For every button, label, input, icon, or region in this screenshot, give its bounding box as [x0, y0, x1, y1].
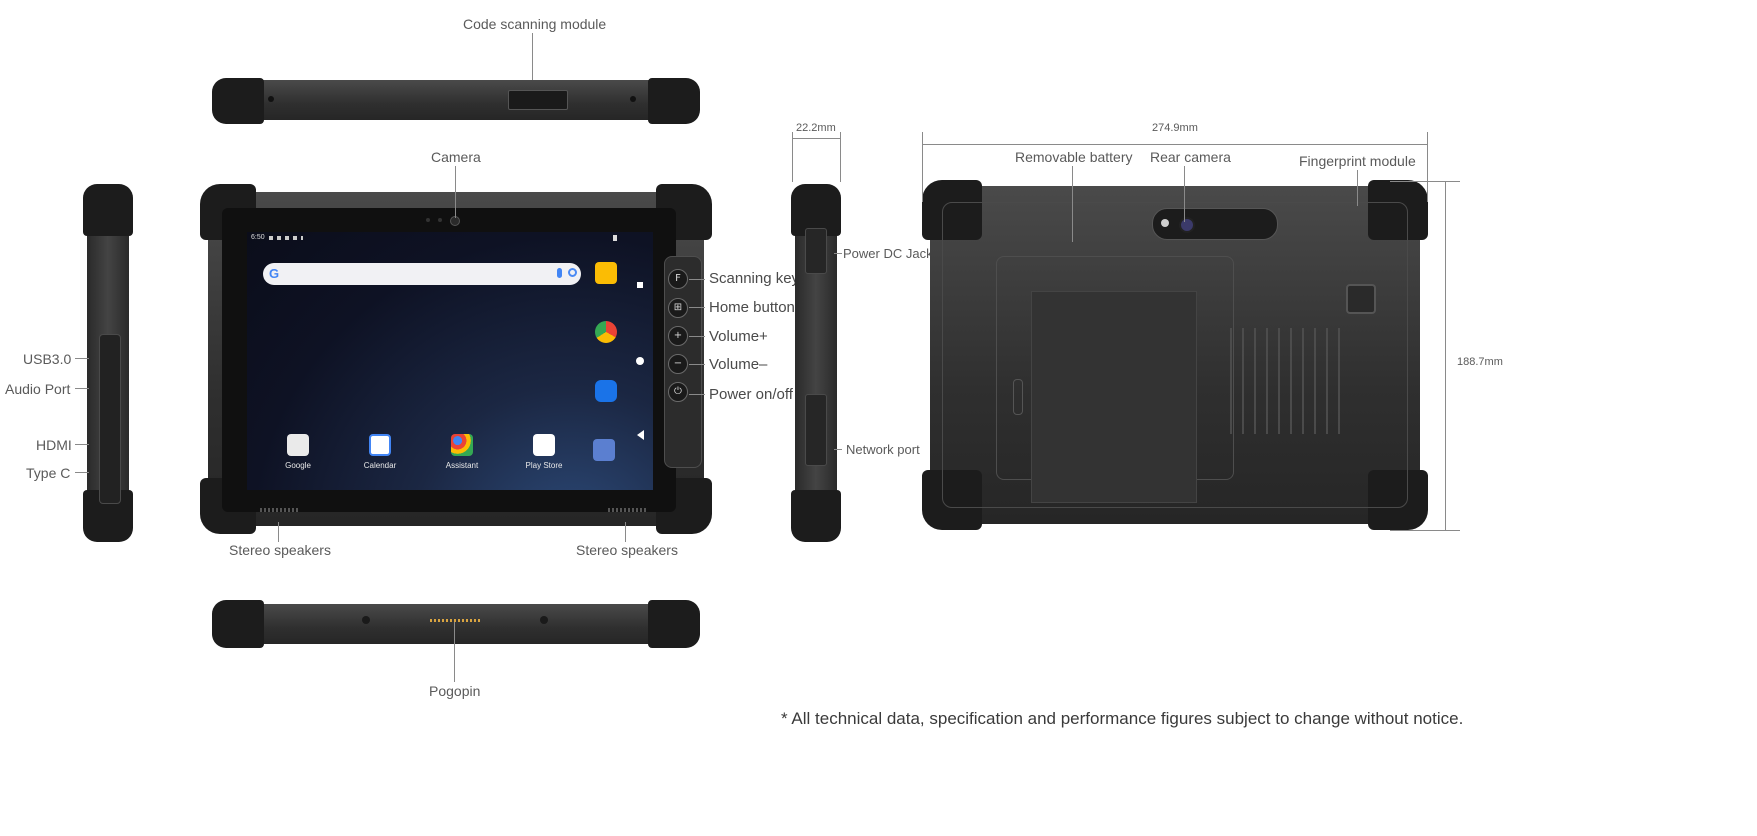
flash-icon — [1161, 219, 1169, 227]
calendar-icon[interactable] — [369, 434, 391, 456]
volume-up-button[interactable]: + — [668, 326, 688, 346]
camera-app-icon[interactable] — [595, 262, 617, 284]
label-stereo-speakers-left: Stereo speakers — [229, 542, 331, 558]
rear-camera-lens-icon — [1179, 217, 1195, 233]
pogo-pins — [430, 619, 482, 622]
top-edge-view — [212, 78, 700, 126]
chrome-icon[interactable] — [595, 321, 617, 343]
app-label-google: Google — [285, 461, 311, 470]
google-folder-icon[interactable] — [287, 434, 309, 456]
nav-back-icon[interactable] — [637, 430, 644, 440]
status-time: 6:50 — [251, 234, 265, 241]
bottom-edge-view — [212, 600, 700, 648]
label-scanning-key: Scanning key — [709, 270, 800, 287]
label-removable-battery: Removable battery — [1015, 149, 1133, 165]
footnote: * All technical data, specification and … — [781, 709, 1464, 728]
back-view — [922, 180, 1428, 530]
settings-icon[interactable] — [593, 439, 615, 461]
label-usb: USB3.0 — [23, 351, 72, 367]
left-side-view — [83, 184, 133, 542]
rear-camera-module — [1152, 208, 1278, 240]
scanning-key-button[interactable]: F — [668, 269, 688, 289]
label-power: Power on/off — [709, 386, 793, 403]
dim-width: 274.9mm — [1152, 122, 1198, 134]
app-label-assistant: Assistant — [445, 461, 479, 470]
mic-icon[interactable] — [557, 268, 562, 278]
port-cover — [99, 334, 121, 504]
label-code-scanning-module: Code scanning module — [463, 16, 607, 32]
network-port-cover — [805, 394, 827, 466]
assistant-icon[interactable] — [451, 434, 473, 456]
google-g-icon: G — [269, 266, 280, 281]
label-power-dc-jack: Power DC Jack — [843, 246, 933, 261]
dim-thickness: 22.2mm — [796, 122, 836, 134]
label-volume-up: Volume+ — [709, 328, 768, 345]
label-hdmi: HDMI — [36, 437, 72, 453]
logo-pattern — [1230, 328, 1344, 434]
battery-compartment — [996, 256, 1234, 503]
label-volume-down: Volume– — [709, 356, 768, 373]
label-home-button: Home button — [709, 299, 795, 316]
fingerprint-sensor[interactable] — [1346, 284, 1376, 314]
dim-height: 188.7mm — [1457, 356, 1503, 368]
home-button[interactable]: ⊞ — [668, 298, 688, 318]
label-rear-camera: Rear camera — [1150, 149, 1231, 165]
power-button[interactable]: ⏻ — [668, 382, 688, 402]
dc-jack-cover — [805, 228, 827, 274]
play-store-icon[interactable] — [533, 434, 555, 456]
lens-icon[interactable] — [568, 268, 577, 277]
home-screen: 6:50 G Google Calendar Assistant Play St… — [247, 232, 653, 490]
volume-down-button[interactable]: − — [668, 354, 688, 374]
nav-recent-icon[interactable] — [637, 282, 643, 288]
label-stereo-speakers-right: Stereo speakers — [576, 542, 678, 558]
search-bar[interactable]: G — [263, 263, 581, 285]
label-pogopin: Pogopin — [429, 683, 481, 699]
nav-home-icon[interactable] — [636, 357, 644, 365]
label-fingerprint-module: Fingerprint module — [1299, 153, 1416, 169]
app-label-calendar: Calendar — [363, 461, 397, 470]
battery-icon — [613, 235, 617, 241]
app-label-play-store: Play Store — [525, 461, 563, 470]
label-type-c: Type C — [26, 465, 71, 481]
code-scanner-window — [508, 90, 568, 110]
label-audio-port: Audio Port — [5, 381, 71, 397]
right-side-view — [791, 184, 841, 542]
label-network-port: Network port — [846, 442, 920, 457]
messages-icon[interactable] — [595, 380, 617, 402]
label-camera: Camera — [431, 149, 481, 165]
